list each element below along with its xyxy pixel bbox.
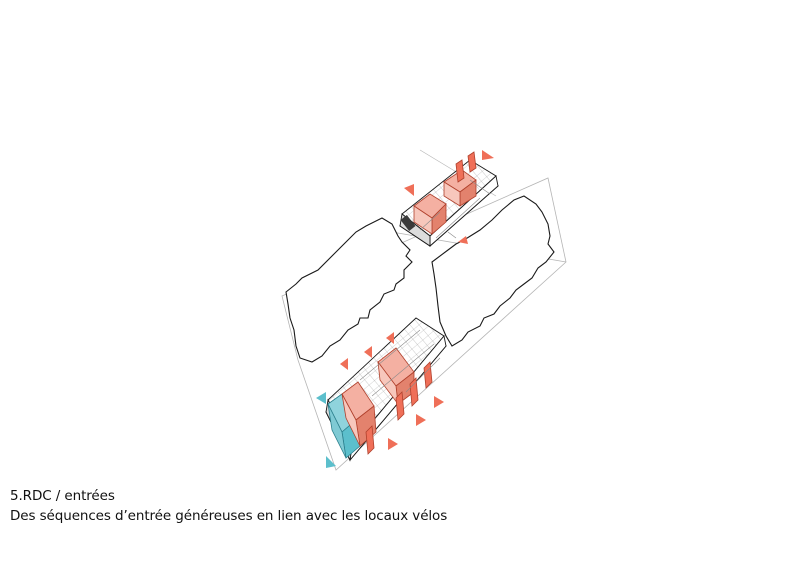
existing-building-left (285, 217, 413, 363)
triangle-flag-icon (388, 438, 398, 450)
triangle-flag-icon (458, 236, 468, 244)
triangle-flag-icon (482, 150, 494, 160)
triangle-flag-icon (364, 346, 372, 358)
building-south (325, 317, 447, 462)
existing-building-right (431, 195, 555, 347)
triangle-flag-icon (326, 456, 336, 468)
triangle-flag-icon (416, 414, 426, 426)
building-north (399, 151, 499, 247)
caption-subtitle: Des séquences d’entrée généreuses en lie… (10, 508, 448, 524)
caption-title: 5.RDC / entrées (10, 488, 115, 504)
triangle-flag-icon (340, 358, 348, 370)
building-north-salmon-volumes (413, 151, 477, 235)
entry-markers (340, 150, 494, 450)
triangle-flag-icon (386, 332, 394, 344)
triangle-flag-icon (404, 184, 414, 196)
triangle-flag-icon (434, 396, 444, 408)
triangle-flag-icon (316, 392, 326, 404)
bike-entry-markers (316, 392, 336, 468)
caption: 5.RDC / entrées Des séquences d’entrée g… (10, 486, 447, 526)
